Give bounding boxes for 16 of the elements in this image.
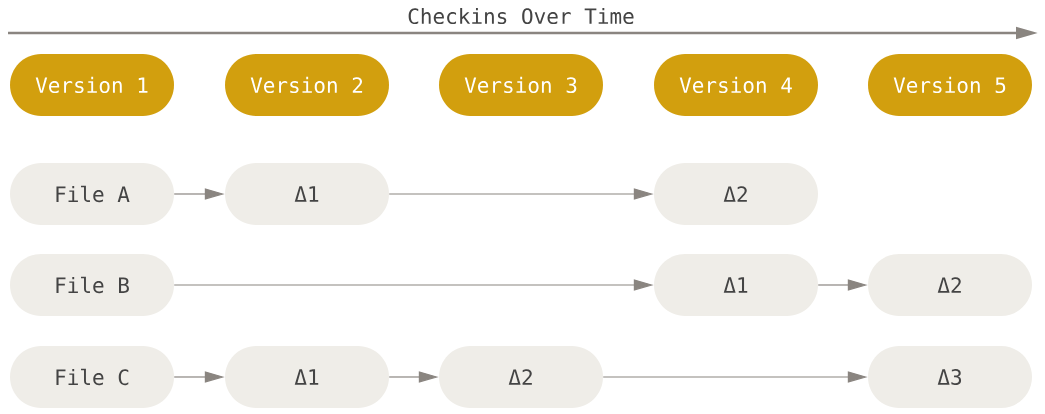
version-pill: Version 2 bbox=[225, 54, 389, 116]
file-pill: File C bbox=[10, 346, 174, 408]
file-pill: Δ1 bbox=[225, 346, 389, 408]
file-pill: File A bbox=[10, 163, 174, 225]
file-pill: Δ1 bbox=[654, 254, 818, 316]
file-pill: Δ3 bbox=[868, 346, 1032, 408]
file-pill: Δ2 bbox=[868, 254, 1032, 316]
file-pill: Δ1 bbox=[225, 163, 389, 225]
version-pill: Version 1 bbox=[10, 54, 174, 116]
timeline-label: Checkins Over Time bbox=[408, 7, 634, 25]
version-pill: Version 4 bbox=[654, 54, 818, 116]
file-pill: Δ2 bbox=[439, 346, 603, 408]
file-pill: Δ2 bbox=[654, 163, 818, 225]
file-pill: File B bbox=[10, 254, 174, 316]
version-pill: Version 5 bbox=[868, 54, 1032, 116]
version-pill: Version 3 bbox=[439, 54, 603, 116]
